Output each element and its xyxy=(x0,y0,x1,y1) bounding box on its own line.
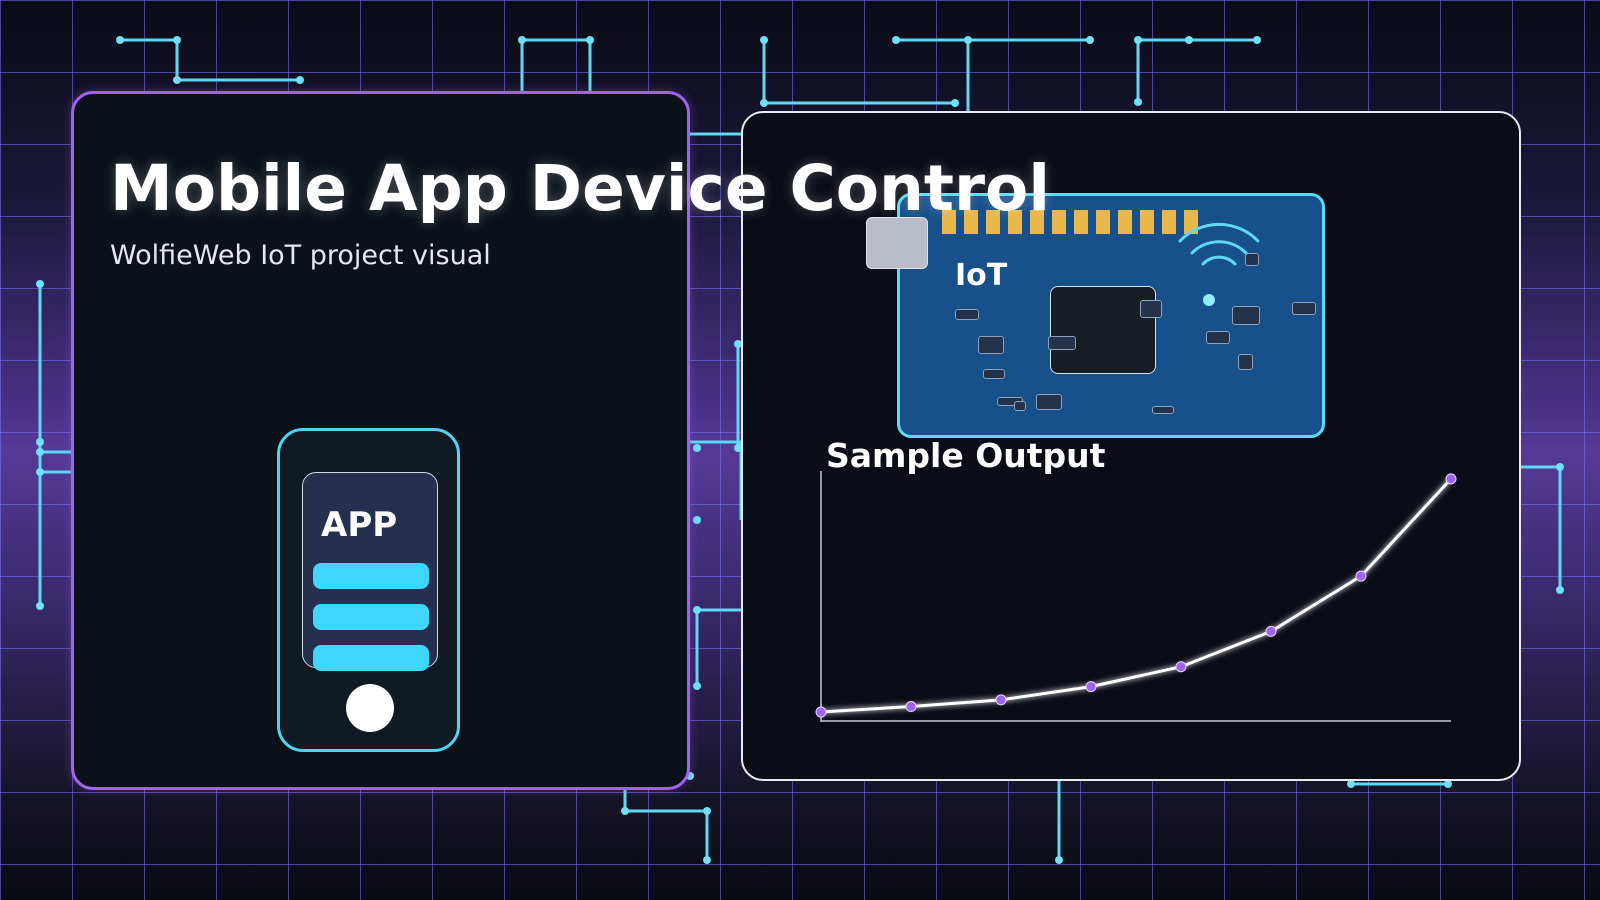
header-pin xyxy=(1162,210,1176,234)
iot-board-illustration: IoT xyxy=(897,193,1325,438)
board-component xyxy=(1048,336,1076,350)
page-title: Mobile App Device Control xyxy=(110,152,1050,225)
page-subtitle: WolfieWeb IoT project visual xyxy=(110,240,491,271)
board-component xyxy=(1292,302,1316,315)
board-component xyxy=(978,336,1004,354)
header-pin xyxy=(942,210,956,234)
header-pin xyxy=(1184,210,1198,234)
board-component xyxy=(1036,394,1062,410)
data-point xyxy=(1355,570,1367,582)
board-component xyxy=(1152,406,1174,414)
data-point xyxy=(1085,681,1097,693)
series-line xyxy=(820,477,1453,714)
header-pin xyxy=(1008,210,1022,234)
header-pin xyxy=(1030,210,1044,234)
wifi-icon xyxy=(1178,222,1260,306)
board-component xyxy=(1232,306,1260,325)
data-point xyxy=(1175,661,1187,673)
phone-illustration: APP xyxy=(277,428,460,752)
data-point xyxy=(1445,473,1457,485)
header-pin xyxy=(1052,210,1066,234)
board-component xyxy=(1014,401,1026,411)
header-pin xyxy=(986,210,1000,234)
app-menu-bar xyxy=(313,604,429,630)
iot-label: IoT xyxy=(955,258,1008,293)
data-point xyxy=(815,706,827,718)
header-pin xyxy=(1074,210,1088,234)
board-component xyxy=(1206,331,1230,344)
chart-title: Sample Output xyxy=(826,436,1106,475)
usb-port xyxy=(866,217,928,269)
board-component xyxy=(983,369,1005,379)
board-component xyxy=(1238,354,1253,370)
microcontroller-chip xyxy=(1050,286,1156,374)
app-menu-bar xyxy=(313,645,429,671)
board-component xyxy=(1140,300,1162,318)
data-point xyxy=(905,701,917,713)
header-pin xyxy=(1096,210,1110,234)
app-label: APP xyxy=(321,505,398,545)
header-pin xyxy=(1118,210,1132,234)
app-menu-bar xyxy=(313,563,429,589)
board-component xyxy=(955,309,979,320)
data-point xyxy=(1265,625,1277,637)
header-pin xyxy=(964,210,978,234)
header-pin xyxy=(1140,210,1154,234)
home-button xyxy=(346,684,394,732)
board-component xyxy=(1245,253,1259,266)
data-point xyxy=(995,694,1007,706)
